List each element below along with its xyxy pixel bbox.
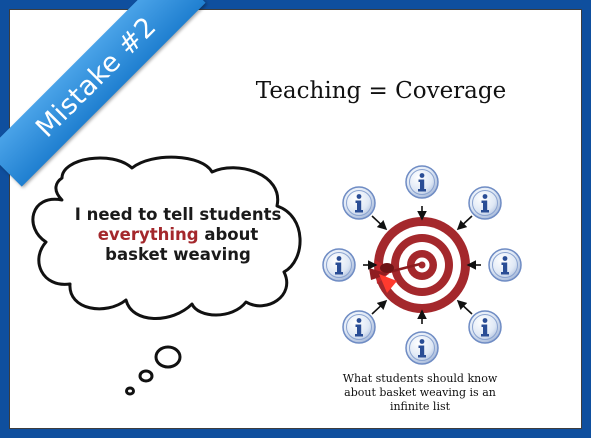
thought-line-2-rest: about bbox=[198, 225, 259, 244]
frame-bottom-border bbox=[0, 429, 591, 438]
thought-cloud-shape bbox=[31, 155, 302, 320]
bullseye bbox=[374, 217, 470, 313]
thought-dot-large bbox=[154, 345, 182, 369]
dart-icon bbox=[369, 260, 421, 293]
slide-title: Teaching = Coverage bbox=[255, 78, 507, 104]
info-icon-bottom-right bbox=[468, 310, 502, 344]
info-icon-top-left bbox=[342, 186, 376, 220]
info-icon-bottom bbox=[405, 331, 439, 365]
target-diagram bbox=[322, 165, 522, 365]
thought-line-1: I need to tell students bbox=[74, 205, 282, 224]
frame-right-border bbox=[582, 0, 591, 438]
caption-line-2: about basket weaving is an bbox=[344, 386, 496, 399]
frame-top-border bbox=[0, 0, 591, 9]
thought-bubble bbox=[31, 155, 302, 396]
caption-line-3: infinite list bbox=[389, 400, 451, 413]
thought-line-2: everything about bbox=[62, 225, 294, 245]
frame-left-border bbox=[0, 0, 9, 438]
thought-dot-medium bbox=[138, 369, 154, 383]
thought-dot-small bbox=[125, 386, 135, 396]
inner-border bbox=[9, 9, 582, 429]
info-icon-top bbox=[405, 165, 439, 199]
thought-highlight-word: everything bbox=[97, 225, 199, 244]
target-caption: What students should know about basket w… bbox=[320, 372, 520, 414]
caption-line-1: What students should know bbox=[342, 372, 498, 385]
info-icon-bottom-left bbox=[342, 310, 376, 344]
thought-line-3: basket weaving bbox=[105, 245, 251, 264]
pointer-arrows bbox=[363, 206, 481, 324]
thought-text: I need to tell students everything about… bbox=[62, 205, 294, 265]
info-icon-top-right bbox=[468, 186, 502, 220]
info-icon-right bbox=[488, 248, 522, 282]
info-icon-left bbox=[322, 248, 356, 282]
